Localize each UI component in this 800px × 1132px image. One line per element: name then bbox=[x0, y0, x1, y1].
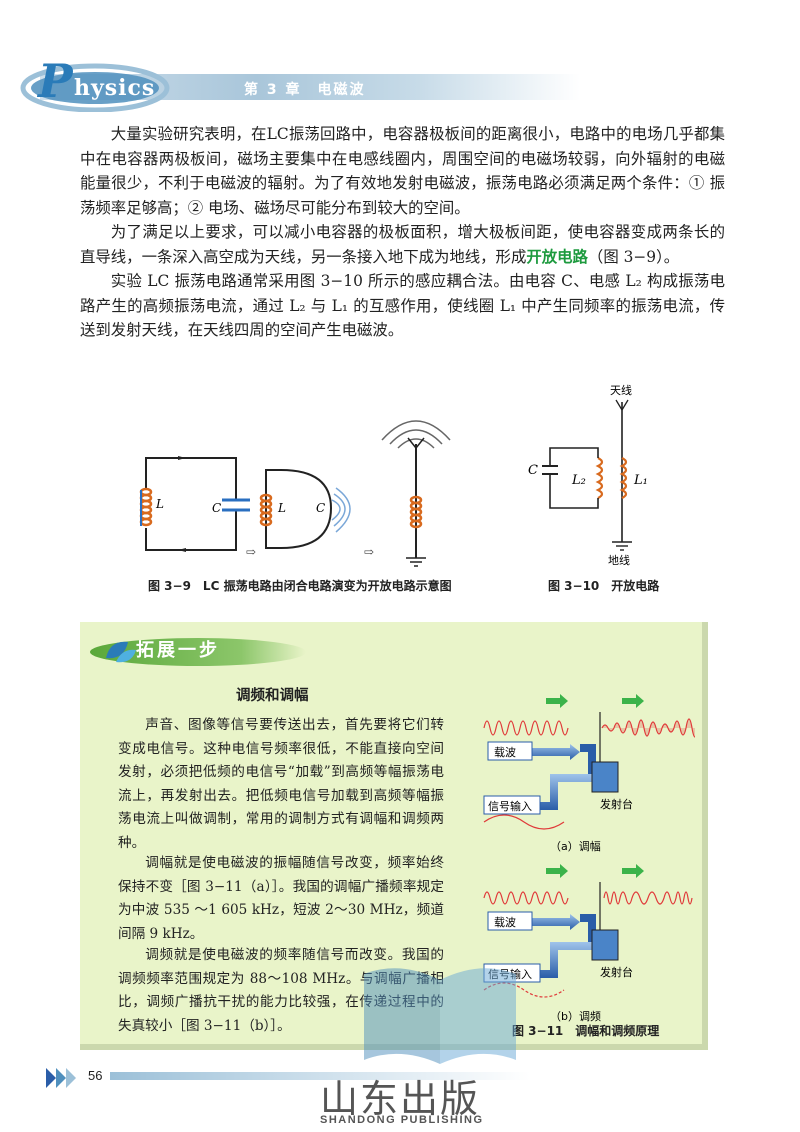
fig311-input-a: 信号输入 bbox=[488, 799, 532, 813]
fig311-tx-a: 发射台 bbox=[600, 797, 633, 811]
arrow-icon: ⇨ bbox=[364, 545, 374, 559]
arrow-icon: ⇨ bbox=[246, 545, 256, 559]
fig311-carrier-b: 载波 bbox=[494, 916, 516, 929]
fig311-carrier-a: 载波 bbox=[494, 746, 516, 759]
leaf-icon bbox=[106, 641, 136, 663]
fig310-label-L1: L₁ bbox=[633, 473, 648, 488]
figure-3-10-caption: 图 3−10 开放电路 bbox=[548, 579, 660, 593]
extension-banner bbox=[90, 638, 306, 666]
coil-l2-icon bbox=[595, 457, 604, 499]
extension-subtitle: 调频和调幅 bbox=[236, 688, 309, 704]
coil-icon bbox=[139, 487, 153, 528]
coil-icon bbox=[409, 495, 423, 529]
extension-paragraph-3: 调频就是使电磁波的频率随信号而改变。我国的调频频率范围规定为 88～108 MH… bbox=[118, 947, 444, 1034]
am-wave bbox=[601, 718, 695, 738]
coil-icon bbox=[259, 493, 273, 527]
paragraph-2-end: （图 3−9）。 bbox=[587, 247, 680, 266]
fig311-tx-b: 发射台 bbox=[600, 965, 633, 979]
body-paragraph-3: 实验 LC 振荡电路通常采用图 3−10 所示的感应耦合法。由电容 C、电感 L… bbox=[80, 272, 725, 339]
fig310-antenna-label: 天线 bbox=[610, 383, 632, 397]
page-header: P hysics 第 3 章 电磁波 bbox=[0, 50, 800, 112]
book-watermark-icon bbox=[364, 968, 516, 1064]
extension-box: 拓展一步 调频和调幅 声音、图像等信号要传送出去，首先要将它们转变成电信号。这种… bbox=[80, 622, 708, 1050]
fig39-label-C1: C bbox=[212, 501, 221, 515]
fig311-sub-a: （a）调幅 bbox=[550, 840, 601, 853]
logo-initial: P bbox=[38, 54, 73, 108]
body-paragraph-2: 为了满足以上要求，可以减小电容器的极板面积，增大极板间距，使电容器变成两条长的直… bbox=[80, 220, 725, 269]
fig39-label-L2: L bbox=[277, 501, 286, 515]
page-footer: 56 山东出版 SHANDONG PUBLISHING bbox=[0, 1060, 800, 1132]
carrier-wave-b bbox=[483, 891, 569, 905]
logo-swoosh-icon bbox=[20, 63, 170, 112]
fig311-sub-b: （b）调频 bbox=[550, 1009, 601, 1023]
field-lines-icon bbox=[331, 487, 351, 533]
figure-3-11-caption: 图 3−11 调幅和调频原理 bbox=[512, 1024, 660, 1038]
figure-3-11: 载波 信号输入 发射台 （a）调幅 载波 信号输入 发射台 （b）调频 bbox=[483, 694, 695, 1023]
paragraph-2-text: 为了满足以上要求，可以减小电容器的极板面积，增大极板间距，使电容器变成两条长的直… bbox=[80, 223, 725, 266]
fig39-label-L1: L bbox=[155, 497, 164, 511]
publisher-logo: 山东出版 bbox=[320, 1077, 481, 1121]
fig310-label-C: C bbox=[528, 463, 538, 478]
publisher-logo-en: SHANDONG PUBLISHING bbox=[320, 1114, 484, 1126]
extension-paragraph-1: 声音、图像等信号要传送出去，首先要将它们转变成电信号。这种电信号频率很低，不能直… bbox=[118, 717, 444, 851]
coil-l1-icon bbox=[619, 457, 628, 499]
figure-3-9-caption: 图 3−9 LC 振荡电路由闭合电路演变为开放电路示意图 bbox=[148, 579, 452, 593]
fm-wave bbox=[603, 891, 693, 905]
fig310-label-L2: L₂ bbox=[571, 473, 586, 488]
page-arrows-icon bbox=[46, 1068, 76, 1088]
green-arrow-icon bbox=[546, 864, 644, 878]
footer-band bbox=[110, 1072, 530, 1080]
logo-text: hysics bbox=[74, 75, 156, 101]
figure-3-9: L C L C ⇨ ⇨ bbox=[139, 420, 451, 567]
extension-paragraph-2: 调幅就是使电磁波的振幅随信号改变，频率始终保持不变［图 3−11（a）］。我国的… bbox=[118, 855, 444, 942]
body-paragraph-1: 大量实验研究表明，在LC振荡回路中，电容器极板间的距离很小，电路中的电场几乎都集… bbox=[80, 125, 725, 217]
carrier-wave-a bbox=[483, 720, 569, 736]
term-open-circuit: 开放电路 bbox=[526, 247, 588, 266]
chapter-title: 第 3 章 电磁波 bbox=[244, 82, 366, 98]
fig39-label-C2: C bbox=[316, 501, 325, 515]
ground-icon bbox=[406, 557, 426, 567]
radiation-waves-icon bbox=[381, 420, 451, 449]
ground-icon bbox=[612, 541, 632, 551]
transmitter-box bbox=[591, 761, 619, 793]
capacitor-icon bbox=[222, 498, 250, 512]
carrier-label-box bbox=[487, 741, 533, 761]
green-arrow-icon bbox=[546, 694, 644, 708]
transmitter-box bbox=[591, 929, 619, 961]
figure-3-10: 天线 地线 C L₂ L₁ bbox=[528, 383, 648, 567]
fig310-ground-label: 地线 bbox=[608, 553, 630, 567]
page-number: 56 bbox=[88, 1068, 103, 1083]
extension-title: 拓展一步 bbox=[136, 640, 220, 661]
